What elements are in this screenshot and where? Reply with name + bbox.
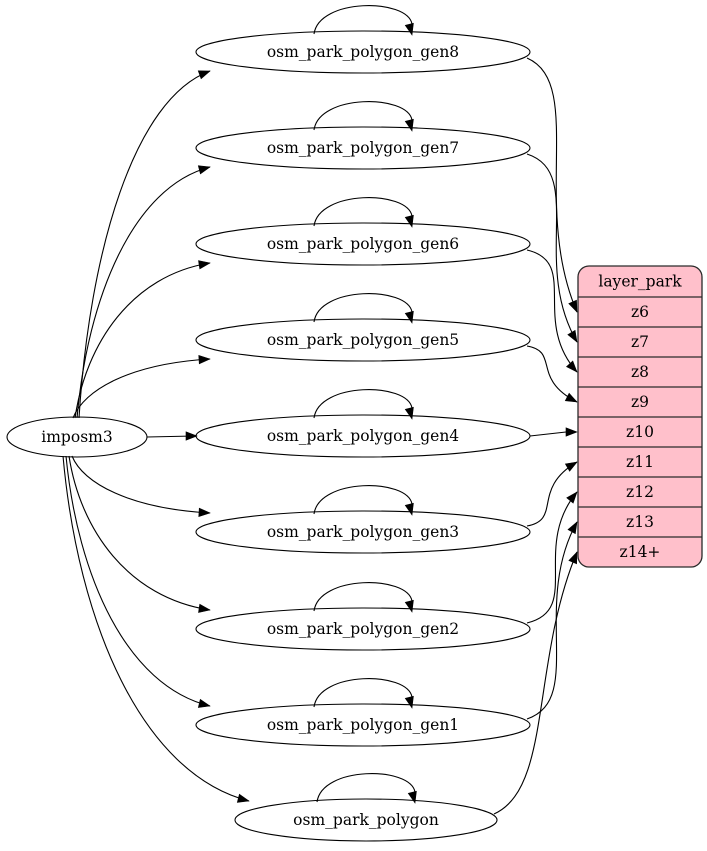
node-label-gen3: osm_park_polygon_gen3 xyxy=(267,523,459,541)
edge-gen7-to-row xyxy=(526,153,578,343)
nodes-layer: osm_park_polygon_gen8 osm_park_polygon_ge… xyxy=(6,30,531,842)
edge-imposm3-to-gen1 xyxy=(65,455,211,707)
arrow-imposm3-to-gen7 xyxy=(197,165,211,175)
node-label-gen4: osm_park_polygon_gen4 xyxy=(267,427,459,445)
arrow-gen4-to-row xyxy=(565,427,578,437)
arrow-gen6-to-row xyxy=(566,360,578,373)
edge-gen8-to-row xyxy=(526,57,578,313)
edge-gen4-to-row xyxy=(529,431,567,437)
edge-imposm3-to-gen2 xyxy=(68,455,211,611)
edge-gen2-to-row xyxy=(526,491,578,624)
arrow-imposm3-to-gen1 xyxy=(197,698,211,708)
table-row-z8[interactable]: z8 xyxy=(631,363,649,381)
arrow-self-loop-gen8 xyxy=(404,22,414,36)
arrow-imposm3-to-gen3 xyxy=(198,507,211,517)
node-gen3[interactable] xyxy=(195,510,531,554)
table-row-z7[interactable]: z7 xyxy=(631,333,649,351)
arrow-gen8-to-row xyxy=(568,299,578,313)
edge-imposm3-to-gen7 xyxy=(76,166,211,419)
node-gen1[interactable] xyxy=(195,703,531,747)
edge-imposm3-to-gen6 xyxy=(74,262,211,419)
table-header-label: layer_park xyxy=(598,273,682,291)
table-row-z6[interactable]: z6 xyxy=(631,303,649,321)
arrow-self-loop-gen1 xyxy=(404,695,414,709)
self-loop-gen6 xyxy=(313,197,413,227)
node-label-base: osm_park_polygon xyxy=(293,811,439,829)
arrow-self-loop-gen4 xyxy=(404,406,414,420)
self-loop-gen5 xyxy=(313,293,413,323)
node-gen2[interactable] xyxy=(195,607,531,651)
arrow-imposm3-to-gen6 xyxy=(198,260,211,270)
arrow-imposm3-to-gen4 xyxy=(185,431,198,441)
node-gen4[interactable] xyxy=(195,414,531,458)
arrow-gen1-to-row xyxy=(567,521,578,535)
arrow-gen3-to-row xyxy=(564,461,578,472)
edges-layer xyxy=(62,5,578,815)
edge-gen6-to-row xyxy=(526,249,578,373)
node-base[interactable] xyxy=(234,798,498,842)
edge-imposm3-to-gen8 xyxy=(78,70,211,419)
edge-gen3-to-row xyxy=(526,461,578,527)
edge-gen5-to-row xyxy=(526,345,578,403)
arrow-base-to-row xyxy=(568,551,578,565)
self-loop-gen1 xyxy=(313,678,413,708)
arrow-self-loop-gen6 xyxy=(404,214,414,228)
node-label-gen5: osm_park_polygon_gen5 xyxy=(267,331,459,349)
node-gen6[interactable] xyxy=(195,222,531,266)
self-loop-gen8 xyxy=(313,5,413,35)
node-label-gen7: osm_park_polygon_gen7 xyxy=(267,139,459,157)
self-loop-gen4 xyxy=(313,389,413,419)
arrow-imposm3-to-gen5 xyxy=(198,355,211,365)
arrow-gen5-to-row xyxy=(564,392,578,403)
node-label-gen2: osm_park_polygon_gen2 xyxy=(267,620,459,638)
edge-gen1-to-row xyxy=(526,521,578,720)
edge-base-to-row xyxy=(493,551,578,815)
node-label-gen8: osm_park_polygon_gen8 xyxy=(267,43,459,61)
arrow-self-loop-base xyxy=(407,790,417,804)
arrow-self-loop-gen3 xyxy=(404,502,414,516)
table-row-z10[interactable]: z10 xyxy=(626,423,654,441)
edge-imposm3-to-base xyxy=(62,455,250,802)
layer-park-table: layer_park z6 z7 z8 z9 z10 z11 z12 z13 z14+ xyxy=(577,265,703,568)
arrow-self-loop-gen5 xyxy=(404,310,414,324)
self-loop-gen2 xyxy=(313,582,413,612)
table-row-z11[interactable]: z11 xyxy=(626,453,654,471)
node-label-gen1: osm_park_polygon_gen1 xyxy=(267,716,459,734)
table-row-z12[interactable]: z12 xyxy=(626,483,654,501)
arrow-gen7-to-row xyxy=(567,329,578,343)
node-label-gen6: osm_park_polygon_gen6 xyxy=(267,235,459,253)
node-gen7[interactable] xyxy=(195,126,531,170)
arrow-imposm3-to-base xyxy=(236,793,250,803)
edge-imposm3-to-gen5 xyxy=(72,358,211,419)
node-gen5[interactable] xyxy=(195,318,531,362)
table-row-z9[interactable]: z9 xyxy=(631,393,649,411)
table-row-z14plus[interactable]: z14+ xyxy=(620,543,661,561)
arrow-self-loop-gen7 xyxy=(404,118,414,132)
arrow-self-loop-gen2 xyxy=(404,599,414,613)
edge-imposm3-to-gen3 xyxy=(71,455,211,514)
arrow-imposm3-to-gen8 xyxy=(197,70,211,80)
self-loop-gen3 xyxy=(313,485,413,515)
node-label-imposm3: imposm3 xyxy=(41,428,112,446)
self-loop-gen7 xyxy=(313,101,413,131)
node-gen8[interactable] xyxy=(195,30,531,74)
arrow-gen2-to-row xyxy=(566,491,578,504)
self-loop-base xyxy=(316,773,416,803)
table-row-z13[interactable]: z13 xyxy=(626,513,654,531)
arrow-imposm3-to-gen2 xyxy=(198,603,211,613)
node-imposm3[interactable] xyxy=(6,416,148,458)
